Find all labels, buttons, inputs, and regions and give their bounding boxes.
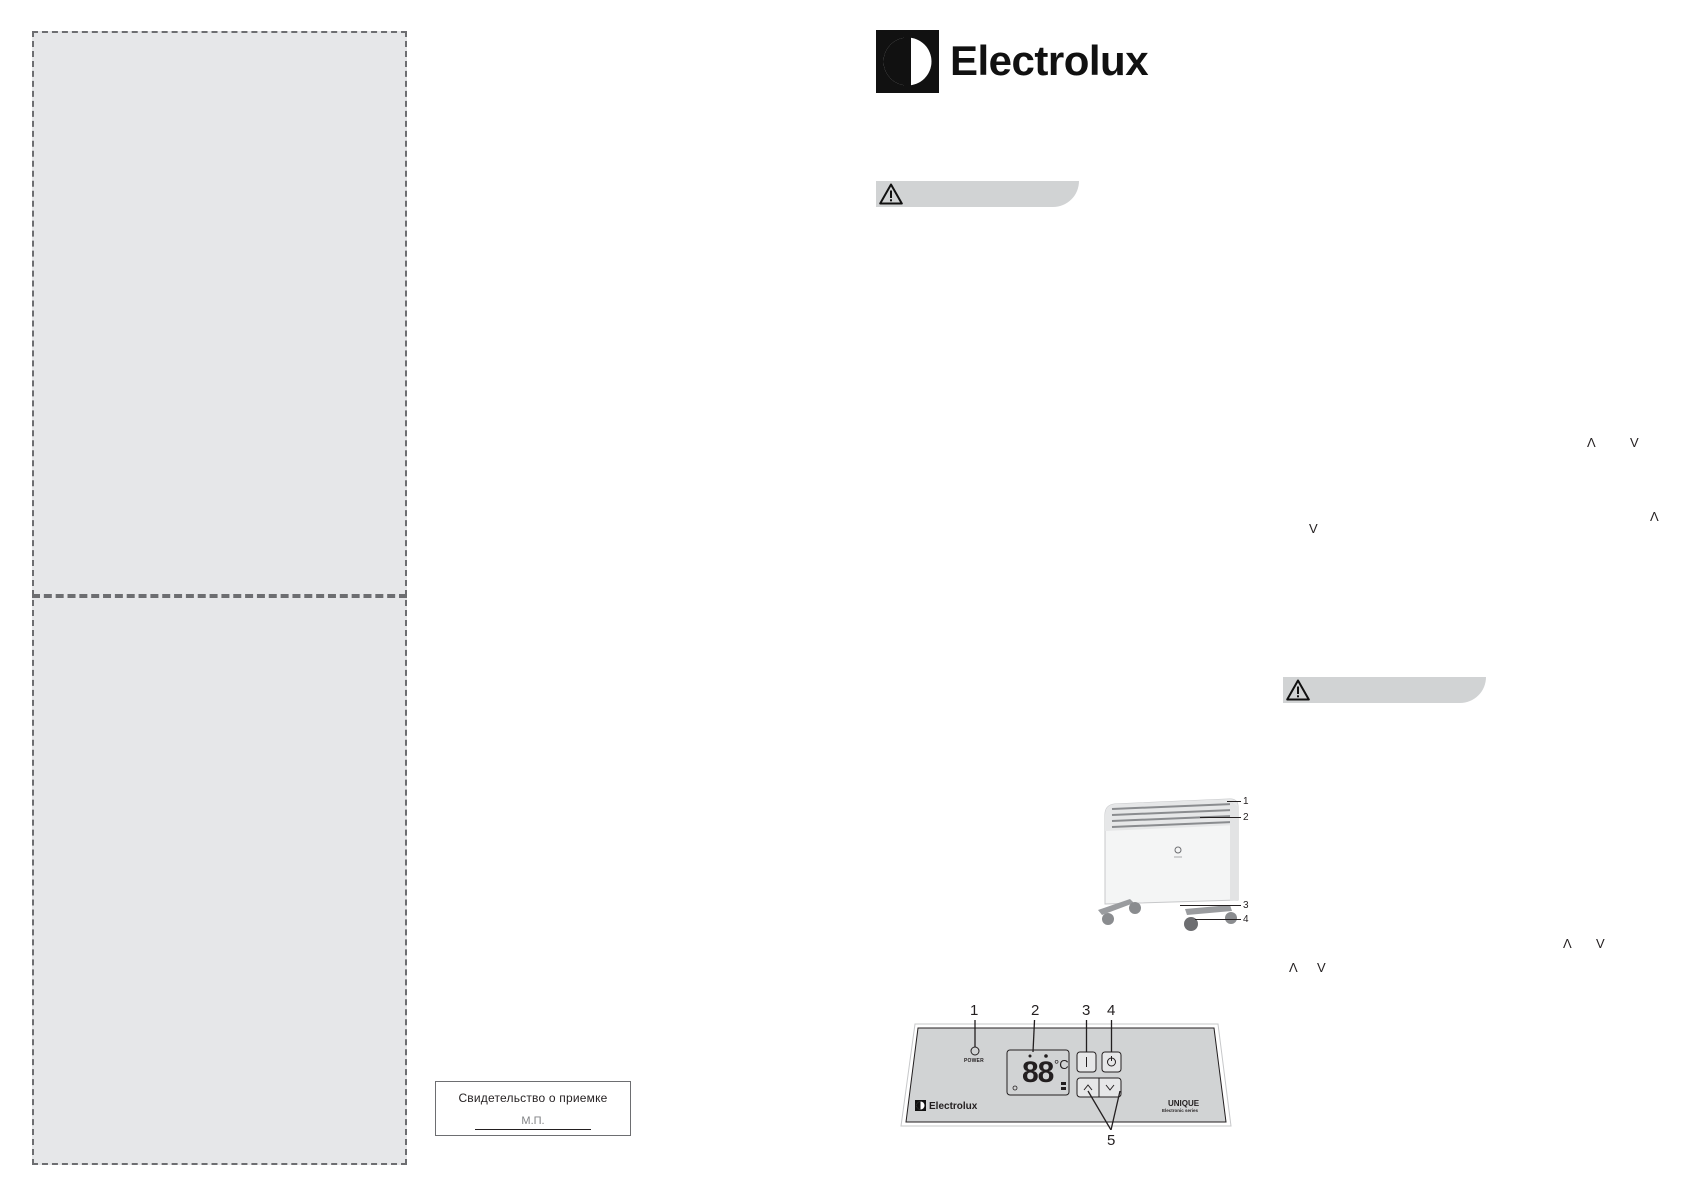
heater-callout-3: 3 — [1243, 900, 1249, 911]
panel-callout-1: 1 — [970, 1002, 979, 1019]
heater-callout-1: 1 — [1243, 796, 1249, 807]
warranty-coupon — [32, 31, 407, 1165]
panel-callout-4: 4 — [1107, 1002, 1116, 1019]
callout-line — [1180, 905, 1241, 906]
warning-triangle-icon — [879, 183, 903, 205]
electrolux-logo-icon — [876, 30, 939, 93]
up-arrow-icon: Λ — [1587, 435, 1596, 450]
heater-callout-4: 4 — [1243, 914, 1249, 925]
panel-callout-2: 2 — [1031, 1002, 1040, 1019]
warning-triangle-icon — [1286, 679, 1310, 701]
series-name: UNIQUE — [1168, 1099, 1200, 1108]
control-panel-diagram: POWER 88 °C Electrolux UNIQUE Electronic… — [900, 1009, 1232, 1131]
brand-wordmark: Electrolux — [950, 37, 1149, 84]
warning-bar-bottom — [1283, 677, 1486, 703]
acceptance-certificate: Свидетельство о приемке М.П. — [435, 1081, 631, 1136]
heater-illustration — [1090, 795, 1255, 935]
power-label: POWER — [964, 1058, 984, 1064]
certificate-title: Свидетельство о приемке — [458, 1091, 608, 1105]
down-arrow-icon: V — [1630, 435, 1639, 450]
coupon-cut-line — [32, 31, 407, 1165]
down-arrow-icon: V — [1309, 521, 1318, 536]
panel-brand: Electrolux — [929, 1101, 978, 1112]
signature-line — [475, 1129, 591, 1130]
warning-bar-top — [876, 181, 1079, 207]
coupon-divider-cut-line — [32, 594, 407, 598]
display-digits: 88 — [1022, 1056, 1054, 1089]
down-arrow-icon: V — [1317, 960, 1326, 975]
up-arrow-icon: Λ — [1289, 960, 1298, 975]
up-arrow-icon: Λ — [1563, 936, 1572, 951]
panel-callout-3: 3 — [1082, 1002, 1091, 1019]
series-subtitle: Electronic series — [1162, 1108, 1199, 1113]
callout-line — [1200, 817, 1241, 818]
up-arrow-icon: Λ — [1650, 509, 1659, 524]
panel-callout-5: 5 — [1107, 1132, 1116, 1149]
callout-line — [1195, 919, 1241, 920]
callout-line — [1227, 801, 1241, 802]
heater-callout-2: 2 — [1243, 812, 1249, 823]
display-unit: °C — [1054, 1057, 1069, 1072]
down-arrow-icon: V — [1596, 936, 1605, 951]
stamp-label: М.П. — [521, 1115, 545, 1127]
